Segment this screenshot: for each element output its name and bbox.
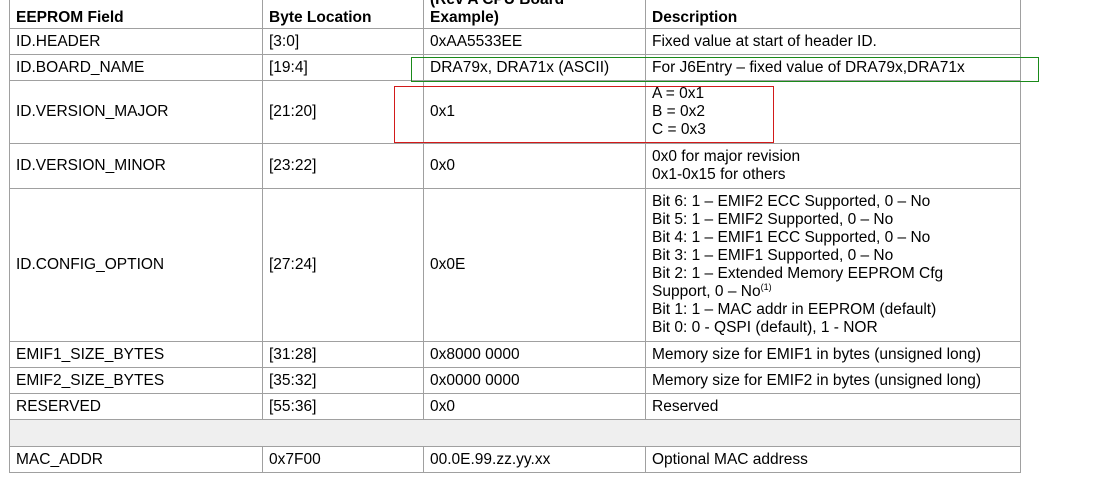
cell-location: [23:22] <box>262 143 424 189</box>
spacer-cell <box>9 419 1021 447</box>
cell-value: 0x0E <box>423 188 646 342</box>
cell-value: 0x0 <box>423 143 646 189</box>
cell-field: EMIF1_SIZE_BYTES <box>9 341 263 368</box>
cell-field: RESERVED <box>9 393 263 420</box>
cell-location: [3:0] <box>262 28 424 55</box>
cell-description: For J6Entry – fixed value of DRA79x,DRA7… <box>645 54 1021 81</box>
table-row: ID.CONFIG_OPTION [27:24] 0x0E Bit 6: 1 –… <box>9 188 1021 342</box>
cell-location: [35:32] <box>262 367 424 394</box>
footnote-ref: (1) <box>760 281 772 292</box>
header-description: Description <box>645 0 1021 29</box>
cell-description: 0x0 for major revision 0x1-0x15 for othe… <box>645 143 1021 189</box>
cell-value: 0x8000 0000 <box>423 341 646 368</box>
cell-location: [19:4] <box>262 54 424 81</box>
table-spacer-row <box>9 419 1021 447</box>
cell-description: A = 0x1 B = 0x2 C = 0x3 <box>645 80 1021 144</box>
table-row: RESERVED [55:36] 0x0 Reserved <box>9 393 1021 420</box>
cell-location: [27:24] <box>262 188 424 342</box>
table-row: EMIF1_SIZE_BYTES [31:28] 0x8000 0000 Mem… <box>9 341 1021 368</box>
cell-description: Bit 6: 1 – EMIF2 ECC Supported, 0 – No B… <box>645 188 1021 342</box>
cell-value: 0xAA5533EE <box>423 28 646 55</box>
table-row: ID.BOARD_NAME [19:4] DRA79x, DRA71x (ASC… <box>9 54 1021 81</box>
cell-field: ID.HEADER <box>9 28 263 55</box>
cell-description: Fixed value at start of header ID. <box>645 28 1021 55</box>
cell-location: [21:20] <box>262 80 424 144</box>
cell-value: DRA79x, DRA71x (ASCII) <box>423 54 646 81</box>
cell-description: Reserved <box>645 393 1021 420</box>
cell-field: ID.VERSION_MINOR <box>9 143 263 189</box>
cell-value: 0x0 <box>423 393 646 420</box>
cell-description: Memory size for EMIF2 in bytes (unsigned… <box>645 367 1021 394</box>
eeprom-table: EEPROM Field Byte Location (Rev A CPU Bo… <box>9 0 1021 473</box>
table-row: EMIF2_SIZE_BYTES [35:32] 0x0000 0000 Mem… <box>9 367 1021 394</box>
table-row: ID.VERSION_MAJOR [21:20] 0x1 A = 0x1 B =… <box>9 80 1021 144</box>
header-value: (Rev A CPU BoardExample) <box>423 0 646 29</box>
cell-description: Optional MAC address <box>645 446 1021 473</box>
header-location: Byte Location <box>262 0 424 29</box>
header-field: EEPROM Field <box>9 0 263 29</box>
cell-location: [31:28] <box>262 341 424 368</box>
cell-field: EMIF2_SIZE_BYTES <box>9 367 263 394</box>
cell-field: ID.BOARD_NAME <box>9 54 263 81</box>
cell-value: 0x0000 0000 <box>423 367 646 394</box>
cell-field: MAC_ADDR <box>9 446 263 473</box>
cell-location: 0x7F00 <box>262 446 424 473</box>
cell-location: [55:36] <box>262 393 424 420</box>
cell-description: Memory size for EMIF1 in bytes (unsigned… <box>645 341 1021 368</box>
table-row: MAC_ADDR 0x7F00 00.0E.99.zz.yy.xx Option… <box>9 446 1021 473</box>
table-row: ID.VERSION_MINOR [23:22] 0x0 0x0 for maj… <box>9 143 1021 189</box>
cell-field: ID.CONFIG_OPTION <box>9 188 263 342</box>
cell-value: 00.0E.99.zz.yy.xx <box>423 446 646 473</box>
cell-value: 0x1 <box>423 80 646 144</box>
cell-field: ID.VERSION_MAJOR <box>9 80 263 144</box>
table-row: ID.HEADER [3:0] 0xAA5533EE Fixed value a… <box>9 28 1021 55</box>
table-header-row: EEPROM Field Byte Location (Rev A CPU Bo… <box>9 0 1021 29</box>
